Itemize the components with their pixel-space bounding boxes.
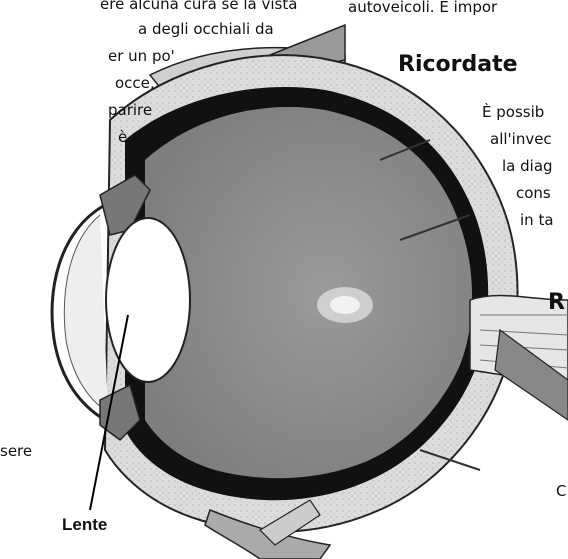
left-text-line-6: è	[118, 128, 127, 146]
left-text-line-4: occe,	[115, 74, 155, 92]
left-text-line-5: parire	[108, 101, 152, 119]
right-text-line-3: la diag	[502, 157, 553, 175]
left-text-line-1: ere alcuna cura se la vista	[100, 0, 297, 13]
right-text-line-4: cons	[516, 184, 551, 202]
right-text-line-1: È possib	[482, 103, 544, 121]
lens-label: Lente	[62, 515, 107, 535]
right-text-line-2: all'invec	[490, 130, 552, 148]
right-bottom-fragment: C	[556, 482, 566, 500]
heading-ricordate: Ricordate	[398, 52, 518, 77]
right-text-line-5: in ta	[520, 211, 554, 229]
heading-fragment-r: R	[548, 290, 565, 315]
right-top-text: autoveicoli. È impor	[348, 0, 497, 16]
left-bottom-fragment: sere	[0, 442, 32, 460]
lens	[106, 218, 190, 382]
left-text-line-3: er un po'	[108, 47, 175, 65]
left-text-line-2: a degli occhiali da	[138, 20, 274, 38]
